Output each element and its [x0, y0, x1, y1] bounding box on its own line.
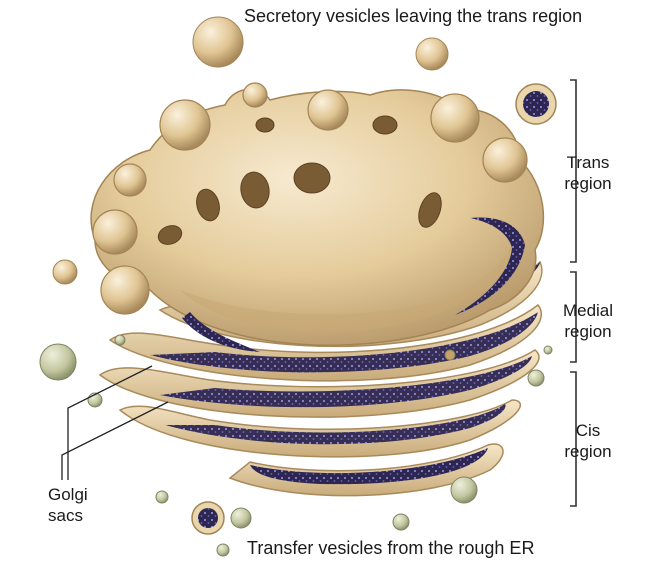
- medial-label-line2: region: [564, 322, 612, 341]
- secretory-vesicles: [52, 16, 449, 285]
- cis-label-line1: Cis: [575, 421, 601, 440]
- cis-sac-bottom: [228, 443, 504, 497]
- region-brackets: [570, 79, 577, 507]
- secretory-vesicles-label: Secretory vesicles leaving the trans reg…: [244, 6, 583, 26]
- trans-bracket: [570, 79, 577, 263]
- golgi-label-line2: sacs: [48, 506, 83, 525]
- loaded-vesicle-bottom: [191, 501, 225, 535]
- golgi-sacs-leaders: [61, 365, 169, 480]
- fenestrations: [157, 115, 442, 245]
- cis-bracket: [570, 371, 577, 507]
- trans-buds: [92, 82, 528, 315]
- cis-sac-lower: [118, 399, 522, 458]
- golgi-label-line1: Golgi: [48, 485, 88, 504]
- transfer-vesicles-label: Transfer vesicles from the rough ER: [247, 538, 535, 558]
- trans-region-label: Trans region: [548, 152, 628, 194]
- cis-region-label: Cis region: [548, 420, 628, 462]
- trans-label-line1: Trans: [566, 153, 610, 172]
- medial-bracket: [570, 271, 577, 363]
- trans-label-line2: region: [564, 174, 612, 193]
- golgi-sacs-label: Golgi sacs: [48, 484, 118, 526]
- cis-label-line2: region: [564, 442, 612, 461]
- loaded-vesicle-top: [515, 83, 557, 125]
- transfer-vesicles: [39, 334, 553, 557]
- cis-sac-upper: [98, 349, 540, 418]
- medial-region-label: Medial region: [548, 300, 628, 342]
- medial-label-line1: Medial: [562, 301, 614, 320]
- medial-sac-lower: [108, 303, 543, 382]
